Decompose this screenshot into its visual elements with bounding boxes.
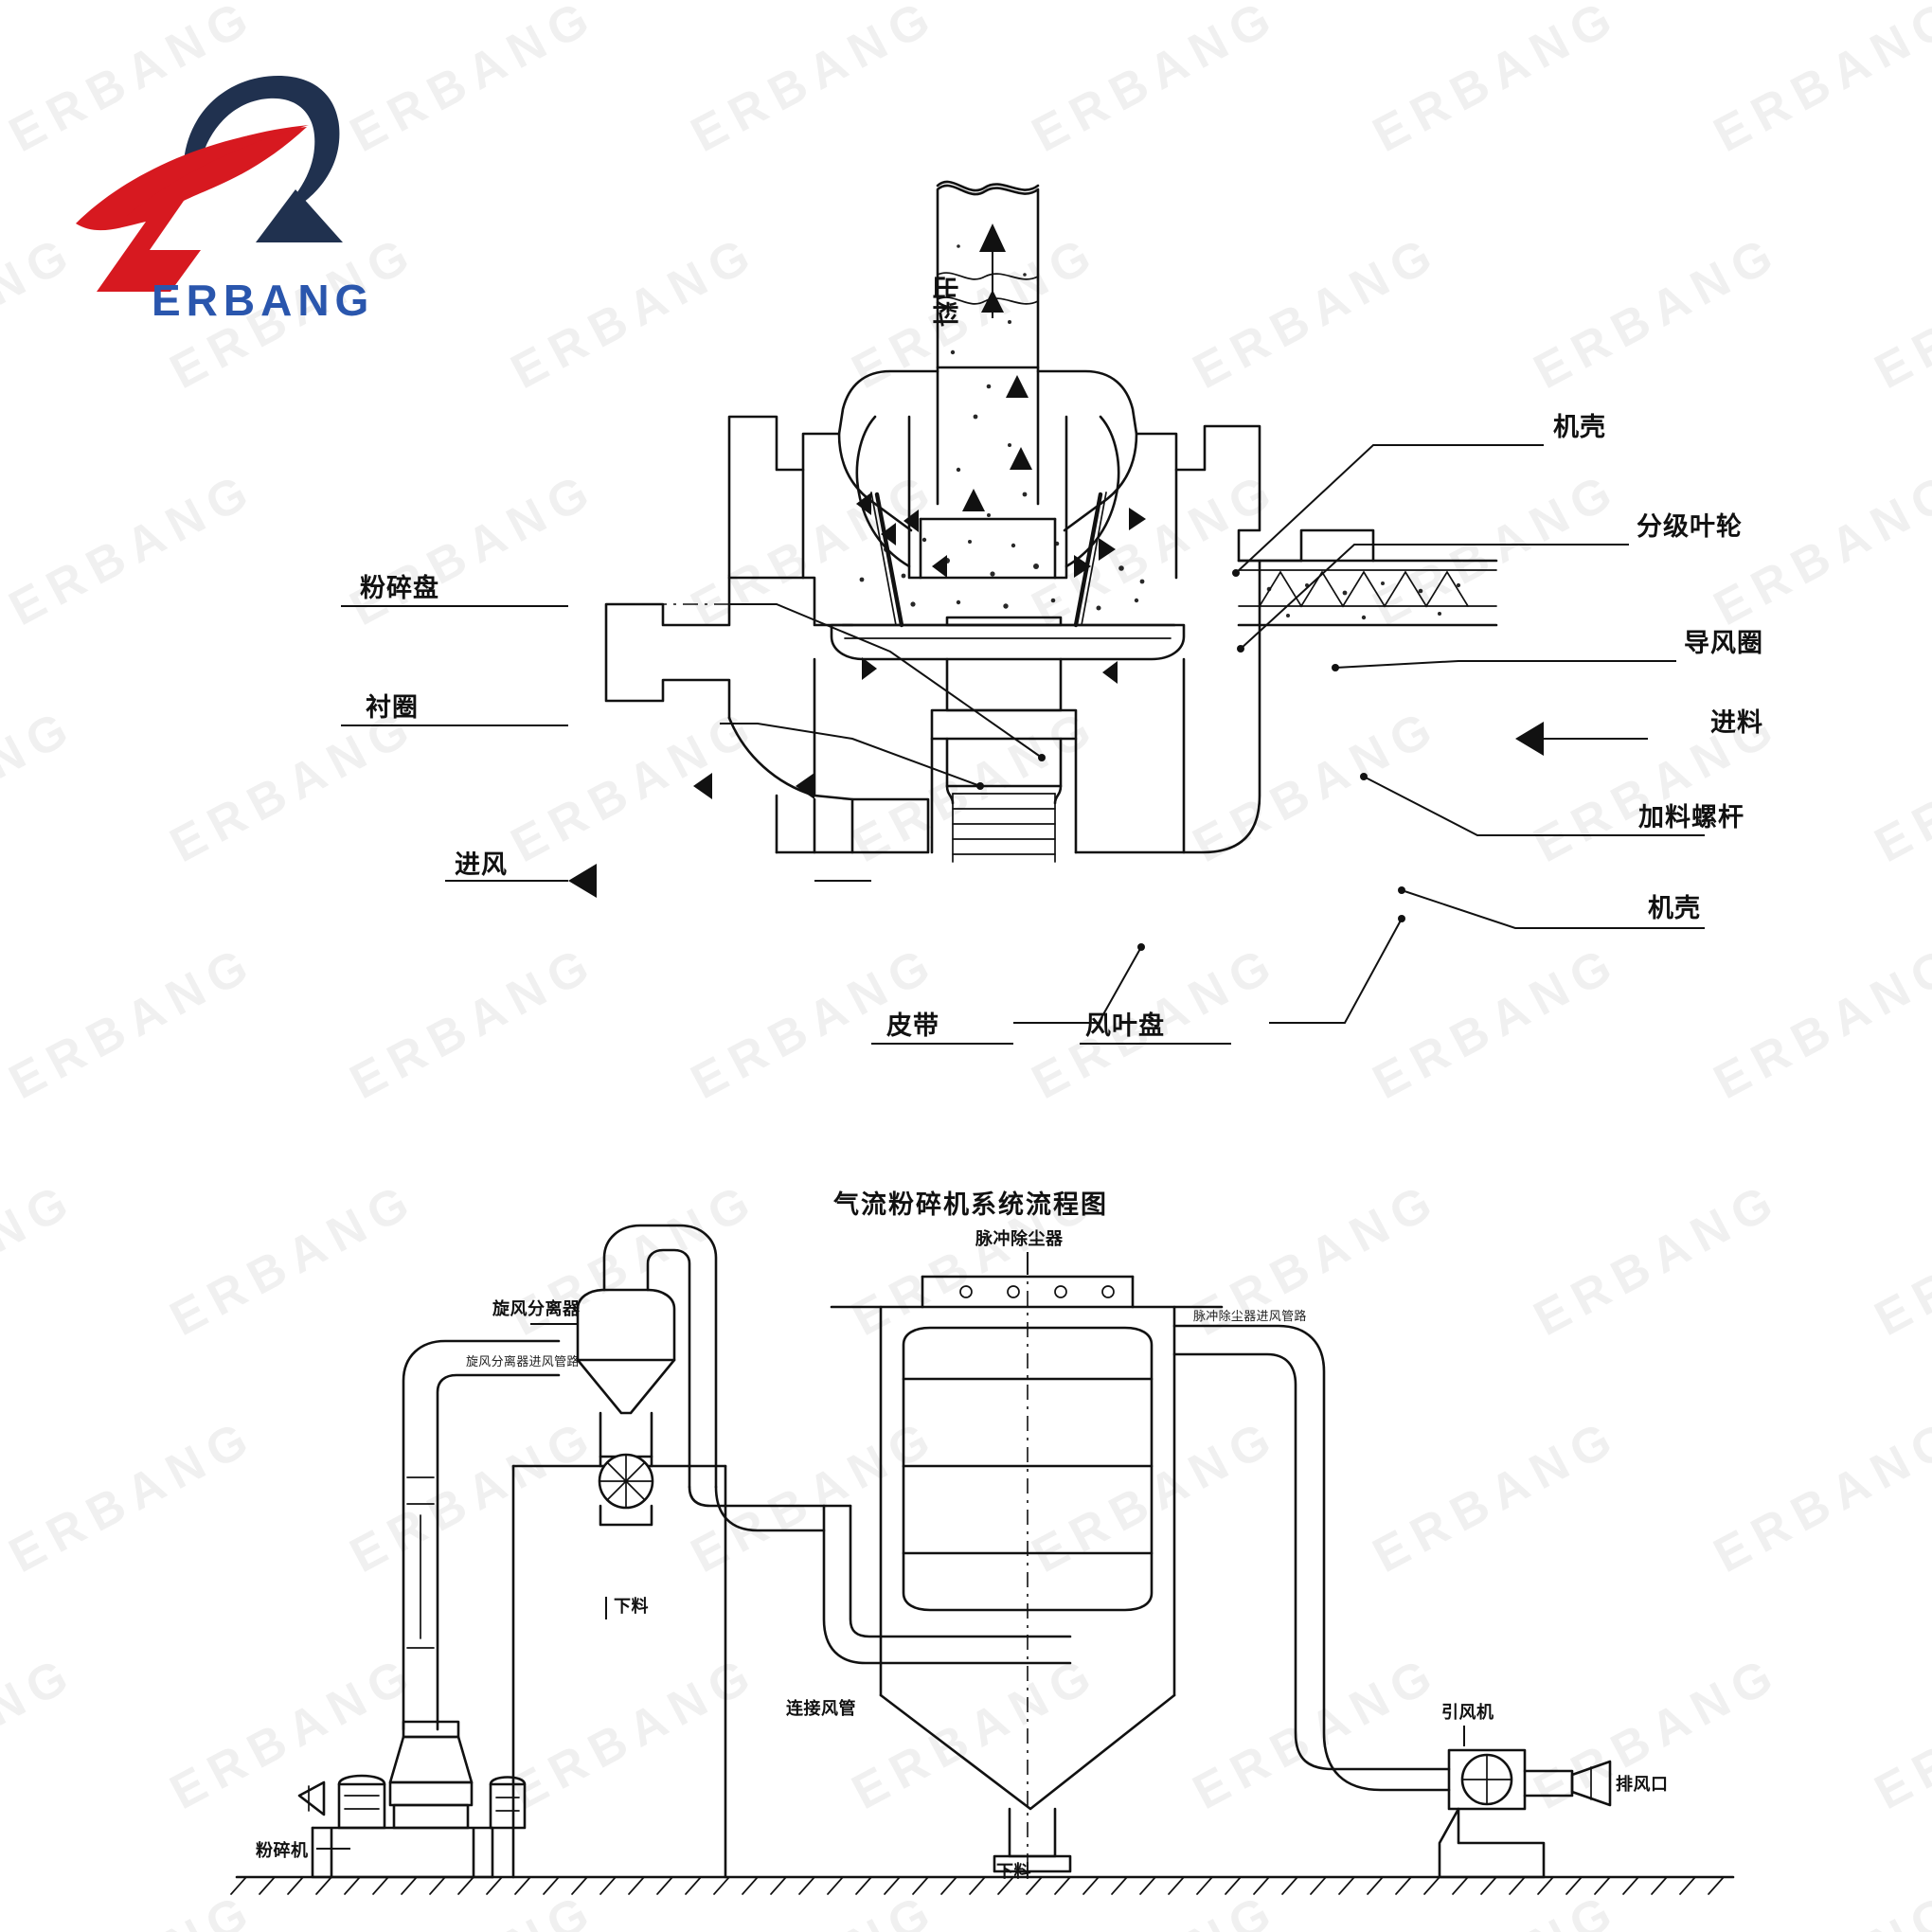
label-connecting-duct: 连接风管: [786, 1698, 856, 1719]
brand-wordmark: ERBANG: [152, 276, 375, 325]
label-discharge-1: 下料: [614, 1596, 649, 1617]
watermark-text: ERBANG: [1866, 1171, 1932, 1348]
watermark-text: ERBANG: [1705, 460, 1932, 637]
callout-liner: 衬圈: [366, 693, 419, 723]
duct-note-dustcollector: 脉冲除尘器进风管路: [1193, 1309, 1307, 1324]
watermark-text: ERBANG: [1705, 934, 1932, 1111]
callout-classifier-wheel: 分级叶轮: [1637, 511, 1743, 542]
callout-drive-belt: 皮带: [886, 1011, 939, 1041]
watermark-text: ERBANG: [1866, 697, 1932, 874]
callout-outlet: 出料: [929, 275, 958, 328]
callout-fan-disc: 风叶盘: [1085, 1011, 1165, 1041]
callout-casing: 机壳: [1648, 894, 1701, 923]
label-pulse-dust-collector: 脉冲除尘器: [975, 1228, 1064, 1249]
watermark-text: ERBANG: [0, 460, 265, 637]
label-cyclone-separator: 旋风分离器: [492, 1298, 581, 1319]
label-mill-unit: 粉碎机: [256, 1840, 309, 1861]
callout-guide-ring: 导风圈: [1684, 629, 1763, 658]
callout-leaders: [720, 444, 1705, 1024]
watermark-text: ERBANG: [0, 1171, 85, 1348]
watermark-text: ERBANG: [0, 697, 85, 874]
callout-feed-inlet: 进料: [1710, 708, 1763, 738]
callout-feed-screw: 加料螺杆: [1638, 803, 1744, 832]
brand-logo: ERBANG: [59, 55, 368, 339]
system-layout-title: 气流粉碎机系统流程图: [833, 1190, 1108, 1220]
label-discharge-2: 下料: [996, 1861, 1031, 1882]
watermark-text: ERBANG: [1705, 0, 1932, 164]
callout-crusher-blade: 粉碎盘: [360, 573, 439, 603]
callout-air-inlet: 进风: [455, 850, 508, 880]
duct-note-cyclone: 旋风分离器进风管路: [466, 1354, 580, 1369]
watermark-text: ERBANG: [0, 1644, 85, 1821]
watermark-text: ERBANG: [1866, 1644, 1932, 1821]
watermark-text: ERBANG: [1866, 224, 1932, 401]
label-fan-outlet: 排风口: [1616, 1774, 1669, 1795]
figure-cross-section: 出料 机壳 分级叶轮 导风圈 进料 加料螺杆 机壳 粉碎盘 衬圈 进风 皮带 风…: [284, 133, 1762, 1045]
figure-system-layout: 旋风分离器进风管路 旋风分离器 下料 连接风管 脉冲除尘器 下料: [218, 1203, 1752, 1904]
logo-mark-icon: [76, 76, 343, 292]
watermark-text: ERBANG: [0, 934, 265, 1111]
callout-grinding-chamber: 机壳: [1553, 413, 1606, 442]
label-induced-draft-fan: 引风机: [1441, 1703, 1494, 1723]
